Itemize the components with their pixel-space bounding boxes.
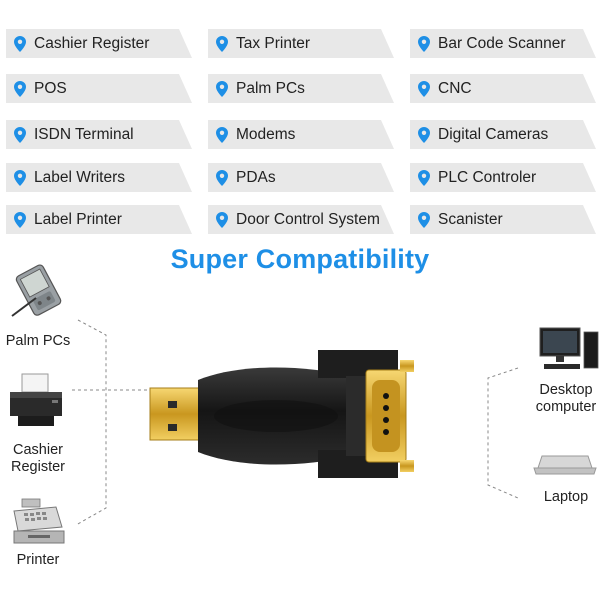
location-pin-icon (14, 80, 26, 97)
tag-label: POS (34, 79, 67, 97)
location-pin-icon (418, 35, 430, 52)
tag-label: Label Printer (34, 210, 122, 228)
tag-item: Scanister (410, 205, 596, 234)
tag-item: Door Control System (208, 205, 394, 234)
location-pin-icon (216, 126, 228, 143)
tag-label: Scanister (438, 210, 503, 228)
location-pin-icon (418, 80, 430, 97)
device-label-printer: Printer (16, 552, 60, 568)
tag-label: Palm PCs (236, 79, 305, 97)
tag-item: Cashier Register (6, 29, 192, 58)
location-pin-icon (14, 126, 26, 143)
tag-label: Tax Printer (236, 34, 311, 52)
tag-label: Bar Code Scanner (438, 34, 566, 52)
tag-label: Modems (236, 125, 296, 143)
device-label-line: computer (535, 399, 597, 415)
location-pin-icon (418, 126, 430, 143)
tag-label: PDAs (236, 168, 276, 186)
location-pin-icon (216, 211, 228, 228)
device-label-line: Desktop (539, 382, 593, 398)
tag-item: PLC Controler (410, 163, 596, 192)
tag-item: Palm PCs (208, 74, 394, 103)
laptop-icon (533, 455, 597, 475)
tag-item: Digital Cameras (410, 120, 596, 149)
device-label-desktop-computer: Desktop computer (530, 382, 600, 416)
device-label-line: Cashier (13, 442, 63, 458)
location-pin-icon (418, 211, 430, 228)
desktop-computer-icon (539, 327, 599, 369)
location-pin-icon (14, 211, 26, 228)
device-label-palm-pcs: Palm PCs (5, 333, 71, 349)
device-label-line: Register (11, 459, 65, 475)
location-pin-icon (14, 169, 26, 186)
usb-to-rs232-adapter-image (149, 350, 414, 478)
right-connector-lines (487, 367, 519, 499)
device-label-laptop: Laptop (543, 489, 589, 505)
pda-icon (11, 264, 62, 317)
tag-item: CNC (410, 74, 596, 103)
tag-item: PDAs (208, 163, 394, 192)
location-pin-icon (216, 169, 228, 186)
location-pin-icon (216, 35, 228, 52)
tag-label: PLC Controler (438, 168, 537, 186)
left-connector-lines (72, 319, 150, 526)
tag-item: POS (6, 74, 192, 103)
printer-icon (10, 373, 62, 426)
location-pin-icon (418, 169, 430, 186)
tag-label: ISDN Terminal (34, 125, 134, 143)
tag-label: Door Control System (236, 210, 380, 228)
tag-item: ISDN Terminal (6, 120, 192, 149)
cash-register-icon (13, 498, 65, 544)
tag-label: Cashier Register (34, 34, 150, 52)
tag-item: Modems (208, 120, 394, 149)
tag-item: Label Printer (6, 205, 192, 234)
location-pin-icon (14, 35, 26, 52)
location-pin-icon (216, 80, 228, 97)
tag-item: Bar Code Scanner (410, 29, 596, 58)
tag-item: Label Writers (6, 163, 192, 192)
tag-label: Digital Cameras (438, 125, 549, 143)
device-label-cashier-register: Cashier Register (0, 442, 76, 476)
section-title: Super Compatibility (170, 244, 430, 274)
tag-label: CNC (438, 79, 472, 97)
tag-item: Tax Printer (208, 29, 394, 58)
tag-label: Label Writers (34, 168, 126, 186)
